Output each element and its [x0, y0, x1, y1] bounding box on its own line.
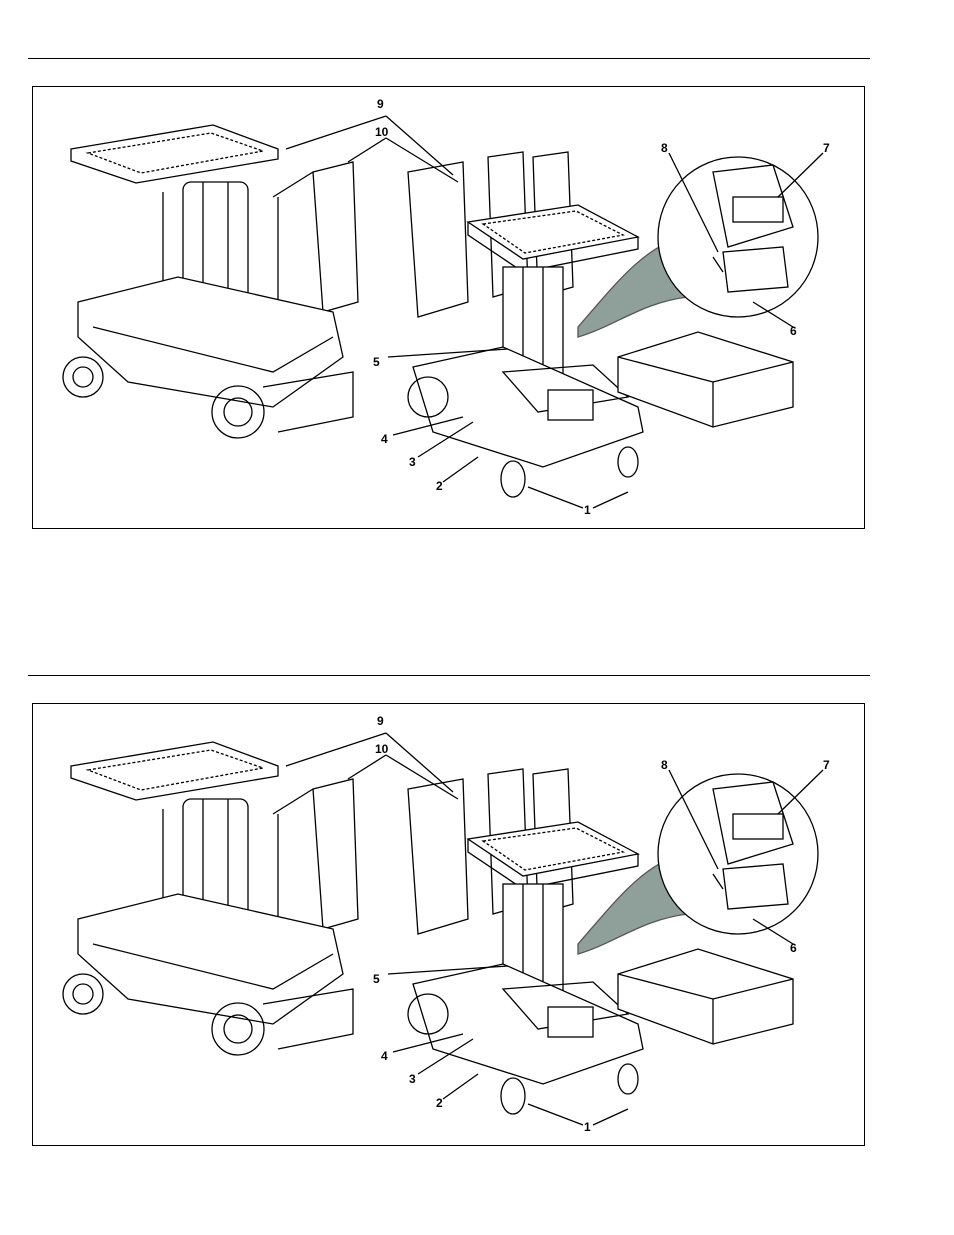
callout-1: 1 [584, 1121, 591, 1133]
figure-1: 9 10 8 7 6 5 4 3 2 1 [32, 86, 865, 529]
callout-4: 4 [381, 1050, 388, 1062]
callout-7: 7 [823, 759, 830, 771]
callout-3: 3 [409, 456, 416, 468]
callout-2: 2 [436, 1097, 443, 1109]
callout-6: 6 [790, 325, 797, 337]
callout-10: 10 [375, 743, 388, 755]
callout-2: 2 [436, 480, 443, 492]
callout-9: 9 [377, 715, 384, 727]
lift-machine-illustration [33, 87, 866, 530]
figure-2: 9 10 8 7 6 5 4 3 2 1 [32, 703, 865, 1146]
top-rule-1 [28, 58, 870, 59]
callout-10: 10 [375, 126, 388, 138]
callout-6: 6 [790, 942, 797, 954]
top-rule-2 [28, 675, 870, 676]
callout-3: 3 [409, 1073, 416, 1085]
callout-5: 5 [373, 356, 380, 368]
callout-4: 4 [381, 433, 388, 445]
lift-machine-illustration [33, 704, 866, 1147]
callout-7: 7 [823, 142, 830, 154]
callout-8: 8 [661, 759, 668, 771]
callout-8: 8 [661, 142, 668, 154]
callout-5: 5 [373, 973, 380, 985]
callout-9: 9 [377, 98, 384, 110]
callout-1: 1 [584, 504, 591, 516]
